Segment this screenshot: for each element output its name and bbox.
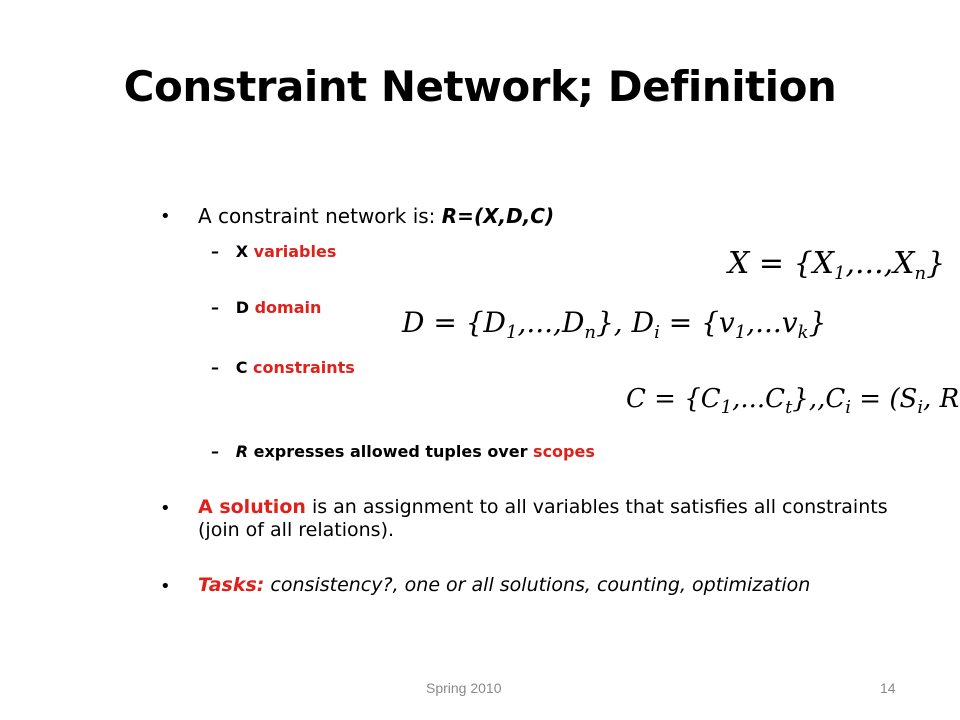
formula-sub: k	[797, 322, 809, 343]
bullet-text: A constraint network is:	[198, 204, 442, 228]
formula-sub: t	[785, 397, 793, 418]
formula-part: }	[926, 246, 946, 281]
sub-item-constraints: – C constraints	[211, 358, 355, 377]
bullet-dot: •	[160, 498, 171, 519]
formula-sub: i	[917, 397, 924, 418]
solution-text-2: (join of all relations).	[198, 518, 395, 541]
formula-sub: n	[584, 322, 596, 343]
formula-domain: D = {D1,...,Dn}, Di = {v1,...vk}	[402, 306, 826, 343]
formula-part: , R	[923, 384, 960, 414]
network-formula: R=(X,D,C)	[441, 204, 555, 228]
item-lead: X	[235, 242, 249, 261]
slide-title: Constraint Network; Definition	[123, 62, 837, 111]
dash: –	[211, 298, 219, 317]
formula-sub: 1	[834, 263, 846, 284]
formula-part: }, D	[595, 306, 655, 339]
formula-part: ,...,X	[845, 246, 915, 281]
tasks-text: consistency?, one or all solutions, coun…	[264, 574, 811, 596]
formula-part: X = {X	[728, 246, 835, 281]
item-lead: C	[235, 358, 248, 377]
formula-part: }	[808, 306, 827, 339]
bullet-dot: •	[160, 206, 171, 227]
formula-part: ,...,D	[517, 306, 585, 339]
item-label: domain	[254, 298, 322, 317]
formula-part: C = {C	[626, 384, 721, 414]
dash: –	[211, 242, 219, 261]
formula-sub: 1	[734, 322, 747, 343]
page-number: 14	[880, 680, 896, 696]
solution-text: is an assignment to all variables that s…	[305, 496, 888, 518]
formula-sub: 1	[720, 397, 733, 418]
sub-item-variables: – X variables	[211, 242, 336, 261]
item-label: scopes	[533, 442, 595, 461]
bullet-tasks: Tasks: consistency?, one or all solution…	[198, 574, 810, 597]
formula-part: ,...C	[732, 384, 786, 414]
formula-sub: i	[845, 397, 852, 418]
formula-part: D = {D	[402, 306, 506, 339]
dash: –	[211, 442, 219, 461]
formula-part: = (S	[851, 384, 918, 414]
item-text: expresses allowed tuples over	[248, 442, 534, 461]
item-lead: D	[235, 298, 249, 317]
formula-part: ,...v	[746, 306, 798, 339]
formula-constraints: C = {C1,...Ct},,Ci = (Si, Ri)	[626, 384, 960, 418]
formula-part: = {v	[659, 306, 735, 339]
sub-item-relations: – R expresses allowed tuples over scopes	[211, 442, 595, 461]
item-lead: R	[235, 442, 249, 461]
footer-date: Spring 2010	[426, 680, 502, 696]
formula-variables: X = {X1,...,Xn}	[728, 246, 945, 284]
bullet-solution: A solution is an assignment to all varia…	[198, 496, 938, 542]
formula-sub: n	[914, 263, 927, 284]
bullet-constraint-network: A constraint network is: R=(X,D,C)	[198, 204, 554, 228]
formula-part: },,C	[792, 384, 846, 414]
tasks-label: Tasks:	[198, 574, 265, 596]
dash: –	[211, 358, 219, 377]
item-label: constraints	[253, 358, 355, 377]
bullet-dot: •	[160, 576, 171, 597]
item-label: variables	[253, 242, 337, 261]
formula-sub: i	[654, 322, 660, 343]
formula-sub: 1	[505, 322, 518, 343]
sub-item-domain: – D domain	[211, 298, 321, 317]
solution-label: A solution	[198, 496, 306, 518]
